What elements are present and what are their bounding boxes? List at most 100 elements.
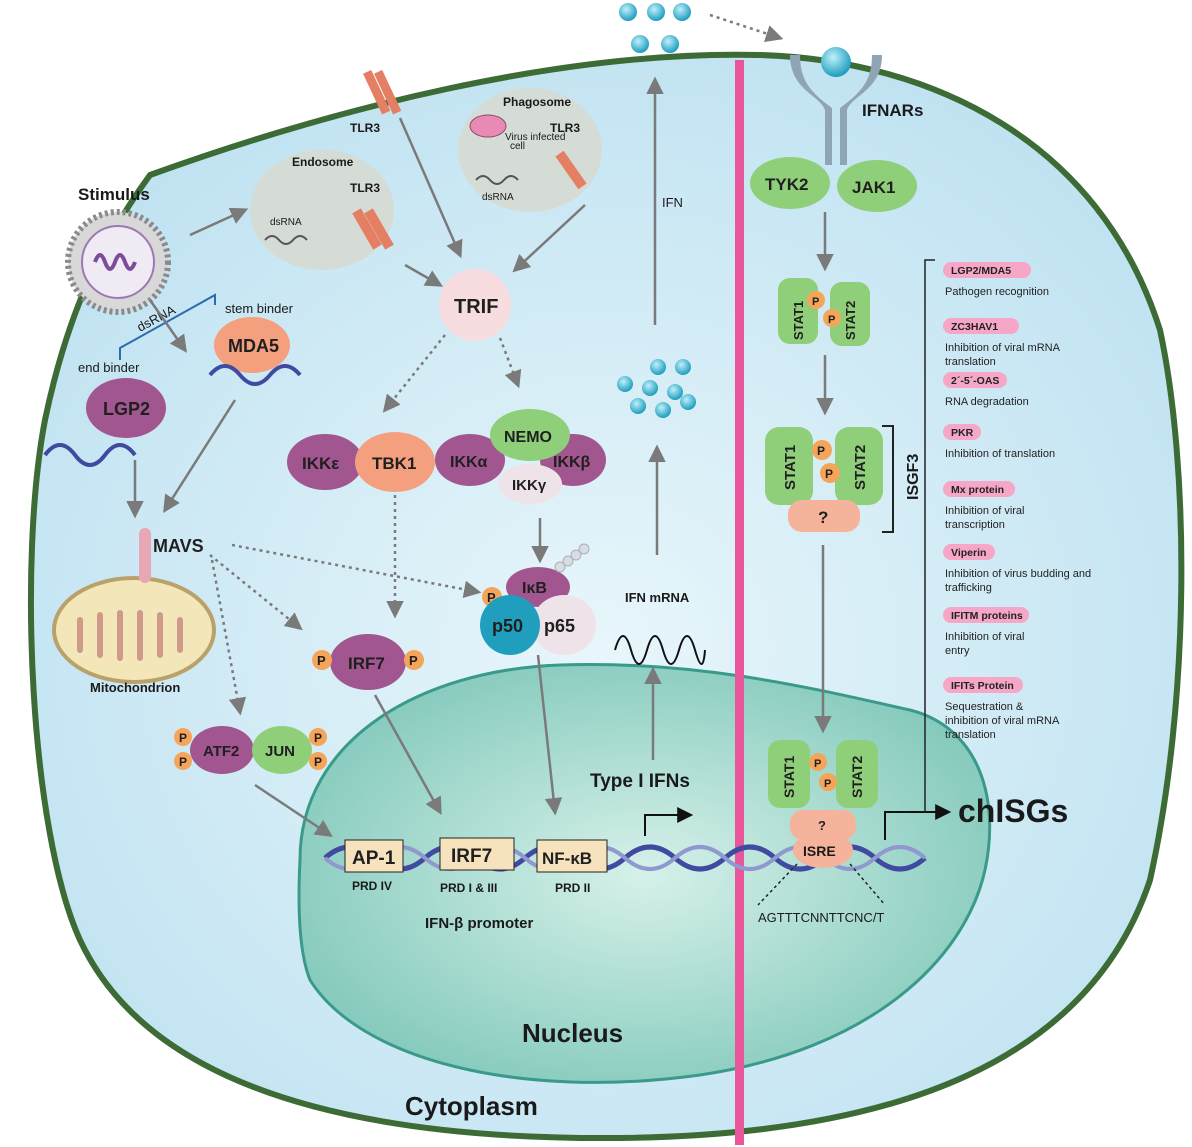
ikkg-protein [498,464,562,504]
isg-description: translation [945,356,996,368]
atf2-phospho-2-label: P [179,755,187,769]
isg-name: LGP2/MDA5 [951,265,1011,277]
tyk2-protein [750,157,830,209]
isg-name: Viperin [951,547,986,559]
isg-name: IFITM proteins [951,610,1023,622]
ap1-label: AP-1 [352,848,396,869]
ikkb-label: IKKβ [553,454,591,471]
isre-phospho-1 [809,753,827,771]
irf7-phospho-right [404,650,424,670]
mitochondrion [52,576,216,684]
dsrna-endo-label: dsRNA [270,217,302,228]
ifnar-receptor-icon [790,47,882,165]
mavs-anchor [139,528,151,583]
tlr3-membrane-label: TLR3 [350,121,380,135]
isg-description: Inhibition of viral [945,631,1025,643]
stem-binder-label: stem binder [225,301,294,316]
nemo-label: NEMO [504,429,552,446]
atf2-phospho-1 [174,728,192,746]
p50-protein [480,595,540,655]
isg-description: transcription [945,519,1005,531]
transcription-start-arrow [644,807,694,836]
stat1-label-3: STAT1 [781,756,797,798]
irf9-question: ? [818,508,828,527]
isg-description: Inhibition of viral mRNA [945,342,1061,354]
isre-phospho-2 [819,773,837,791]
p50-label: p50 [492,616,523,636]
isgf3-phospho-2 [820,463,840,483]
irf7-phospho-left-label: P [317,653,326,668]
isg-name: IFITs Protein [951,680,1014,692]
stat1-protein-3 [768,740,810,808]
isg-pill [943,481,1015,497]
isre-phospho-1-label: P [814,758,821,770]
ikka-label: IKKα [450,454,488,471]
lgp2-protein [86,378,166,438]
ifn-mrna-label: IFN mRNA [625,590,690,605]
stat-phospho-1 [807,291,825,309]
jun-phospho-2 [309,752,327,770]
ikb-phospho-label: P [487,590,496,605]
nucleus-label: Nucleus [522,1018,623,1048]
stat-phospho-1-label: P [812,296,819,308]
endosome-label: Endosome [292,155,354,169]
ap1-box [344,839,404,873]
isg-description: translation [945,729,996,741]
trif-label: TRIF [454,296,498,318]
isg-description: Sequestration & [945,701,1024,713]
jun-protein [252,726,312,774]
ikke-label: IKKε [302,454,339,473]
isg-description: trafficking [945,582,992,594]
p65-protein [532,595,596,655]
irf7-box [439,837,515,871]
stat2-label-1: STAT2 [843,301,858,340]
chisgs-label: chISGs [958,793,1068,829]
dotted-arrows [209,13,784,716]
jun-phospho-2-label: P [314,755,322,769]
trif-protein [439,269,511,341]
stat2-protein-1 [830,282,870,346]
stat1-label-1: STAT1 [791,301,806,340]
endosome [250,150,394,270]
stat-phospho-2 [823,309,841,327]
ubiquitin-chain [554,543,590,573]
mda5-protein [214,317,290,373]
jak1-label: JAK1 [852,178,895,197]
isre-sequence: AGTTTCNNTTCNC/T [758,910,884,925]
isg-description: Inhibition of virus budding and [945,568,1091,580]
isg-description: Inhibition of translation [945,448,1055,460]
dsrna-phago-label: dsRNA [482,192,514,203]
isre-label: ISRE [803,843,836,859]
isgf3-phospho-1 [812,440,832,460]
phagosome-label: Phagosome [503,95,571,109]
isg-pill [943,424,981,440]
isre-element [793,832,853,868]
stimulus-virus-icon [65,209,171,315]
isg-description: inhibition of viral mRNA [945,715,1060,727]
isg-pill [943,372,1007,388]
isg-name: Mx protein [951,484,1004,496]
stat2-protein-2 [835,427,883,505]
isg-pill [943,677,1023,693]
isgf3-phospho-2-label: P [825,467,833,481]
isg-description: RNA degradation [945,396,1029,408]
lgp2-label: LGP2 [103,399,150,419]
stimulus-label: Stimulus [78,185,150,204]
isg-list-bracket [924,259,935,812]
irf7-box-label: IRF7 [451,846,492,867]
atf2-protein [190,726,254,774]
isg-name: PKR [951,427,974,439]
stat1-protein-2 [765,427,813,505]
irf9-protein [788,500,860,532]
stat2-label-2: STAT2 [852,445,869,490]
isg-description: entry [945,645,970,657]
p65-label: p65 [544,616,575,636]
atf2-phospho-2 [174,752,192,770]
cytoplasm-label: Cytoplasm [405,1091,538,1121]
ifn-dots-cytoplasm [617,359,696,418]
irf7-protein [330,634,406,690]
binder-bracket [119,293,216,360]
isg-description: Inhibition of viral [945,505,1025,517]
